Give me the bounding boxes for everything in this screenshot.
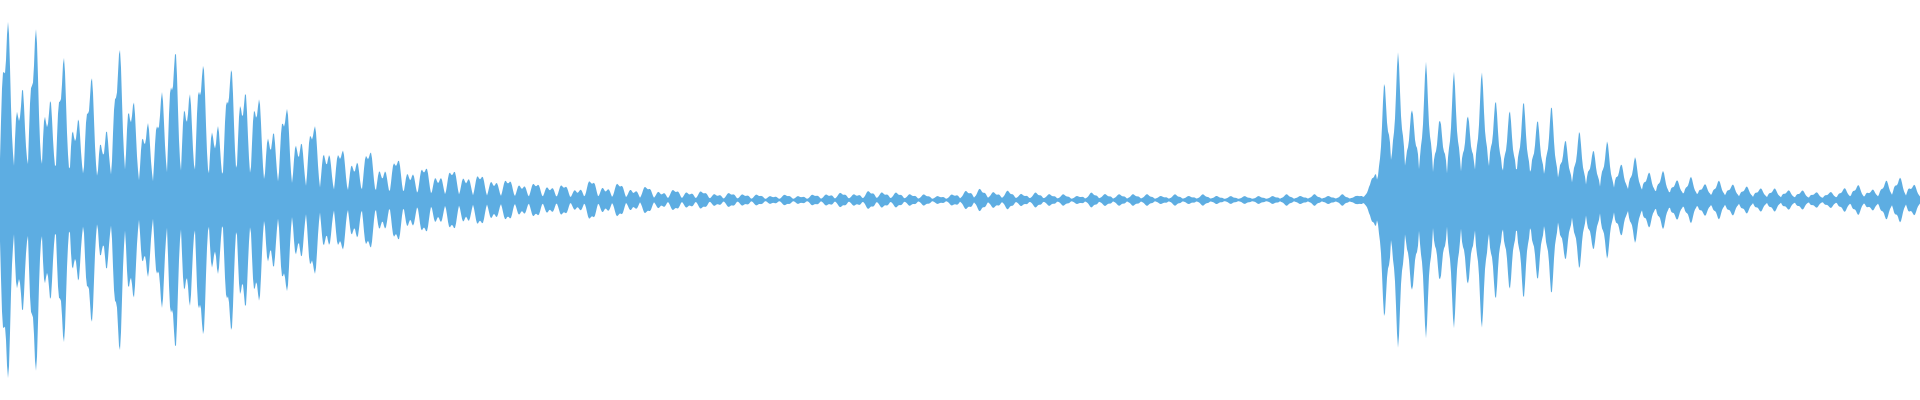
- waveform-shape: [0, 21, 1920, 379]
